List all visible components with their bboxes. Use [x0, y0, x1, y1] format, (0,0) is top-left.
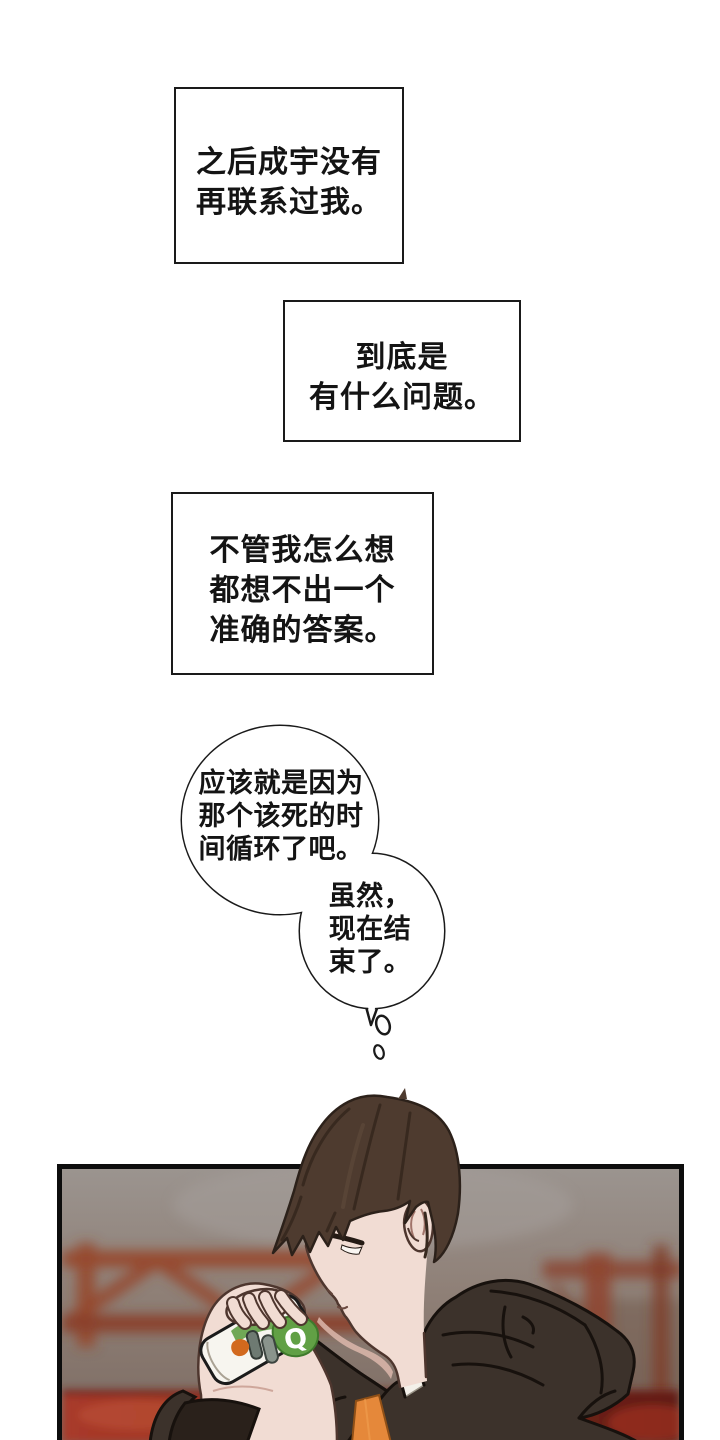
- hair-strand: [301, 1107, 351, 1187]
- eye-white: [340, 1244, 363, 1255]
- bubble-line: 那个该死的时: [198, 801, 364, 832]
- thought-bubble-tail-fill: [367, 1002, 377, 1021]
- hair-strand: [396, 1111, 412, 1201]
- caption-line: 到底是: [355, 340, 449, 375]
- hood-fold: [583, 1323, 604, 1395]
- can-orange-mark: [231, 1339, 250, 1357]
- thought-bubble-2-fill: [300, 854, 444, 1008]
- caption-line: 有什么问题。: [309, 380, 495, 415]
- caption-line: 准确的答案。: [209, 612, 396, 648]
- collar-flap-edge: [315, 1339, 389, 1393]
- mouth: [336, 1305, 349, 1310]
- jaw-shadow: [317, 1317, 393, 1379]
- thought-bubble-1-text: 应该就是因为 那个该死的时 间循环了吧。: [183, 767, 379, 866]
- caption-line: 不管我怎么想: [209, 532, 396, 568]
- bubble-line: 虽然，: [328, 881, 412, 912]
- hair-strand-lines: [280, 1103, 429, 1259]
- sleeve-cuff: [167, 1398, 261, 1440]
- bubble-line: 束了。: [328, 947, 412, 978]
- caption-box-3: 不管我怎么想 都想不出一个 准确的答案。: [171, 492, 434, 675]
- caption-line: 都想不出一个: [209, 572, 396, 608]
- manga-panel: Q: [57, 1088, 684, 1440]
- hood-fold: [501, 1305, 513, 1359]
- wrist-crease: [212, 1385, 274, 1392]
- arm-and-can: Q: [148, 1282, 339, 1440]
- thought-bubble-2-text: 虽然， 现在结 束了。: [318, 880, 422, 979]
- hair-strand: [352, 1103, 382, 1211]
- hood-fold: [521, 1315, 535, 1335]
- ear-inner-line: [420, 1208, 426, 1236]
- finger: [244, 1294, 268, 1328]
- thought-trail-dot-large: [374, 1014, 392, 1036]
- hood-fold: [451, 1362, 545, 1387]
- hood-fold: [489, 1289, 587, 1327]
- strap: [351, 1393, 392, 1440]
- bubble-line: 应该就是因为: [198, 768, 364, 799]
- can-gray-bar: [245, 1330, 264, 1360]
- nostril: [326, 1288, 334, 1296]
- bubble-line: 间循环了吧。: [198, 834, 364, 865]
- thought-trail-dots: [373, 1014, 392, 1060]
- hair-strand: [280, 1195, 303, 1242]
- caption-box-1: 之后成宇没有 再联系过我。: [174, 87, 404, 264]
- thought-bubble-1-fill: [182, 726, 378, 914]
- rack-braces: [63, 1253, 345, 1331]
- hood-fold: [577, 1389, 617, 1420]
- finger: [276, 1291, 306, 1324]
- face-profile-line: [304, 1199, 402, 1389]
- caption-line: 再联系过我。: [196, 184, 382, 220]
- hair-strand: [325, 1211, 337, 1233]
- caption-line: 之后成宇没有: [196, 144, 382, 180]
- ear-inner-line: [410, 1210, 416, 1239]
- jacket-fold-lines: [313, 1289, 617, 1440]
- strap-highlight: [364, 1398, 371, 1440]
- thought-bubble-outlines: [180, 724, 446, 1027]
- floor-band-red-blob: [608, 1405, 679, 1440]
- can-bottom-rim: [206, 1341, 231, 1382]
- caption-box-2: 到底是 有什么问题。: [283, 300, 521, 442]
- hair-strand: [423, 1211, 429, 1259]
- finger: [228, 1298, 250, 1328]
- character: Q: [148, 1088, 637, 1440]
- can-gray-bar: [261, 1334, 279, 1364]
- ear-tragus-line: [407, 1227, 420, 1242]
- hood-fold: [441, 1330, 535, 1349]
- hair-highlight: [341, 1123, 365, 1209]
- fingers: [226, 1289, 308, 1330]
- finger: [260, 1292, 285, 1327]
- hair: [271, 1094, 462, 1264]
- face-skin: [306, 1198, 429, 1388]
- hair-spike-top: [398, 1088, 407, 1099]
- thought-bubble-group: [180, 724, 446, 1060]
- neck-back-line: [422, 1331, 428, 1379]
- bubble-line: 现在结: [328, 914, 412, 945]
- thought-trail-dot-small: [373, 1044, 385, 1060]
